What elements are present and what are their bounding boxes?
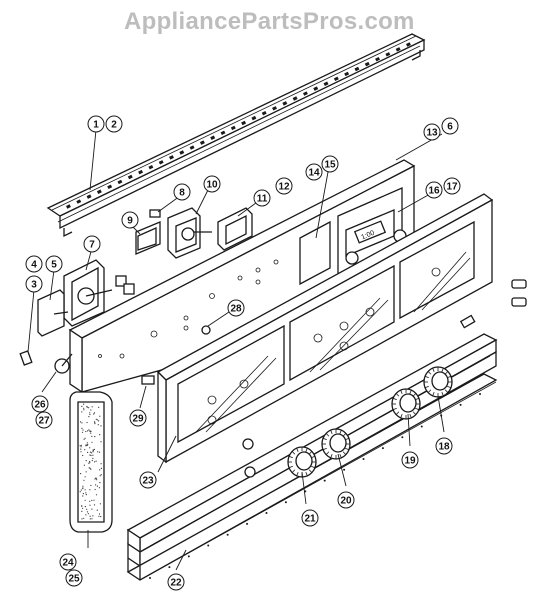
callout-20: 20 [337, 491, 355, 509]
callout-28: 28 [227, 299, 245, 317]
watermark-text: AppliancePartsPros.com [124, 8, 415, 35]
glass-control-panel [156, 193, 494, 464]
callout-3: 3 [25, 275, 43, 293]
callout-24: 24 [59, 553, 77, 571]
callout-label: 21 [304, 514, 316, 525]
callout-16: 16 [425, 181, 443, 199]
callout-10: 10 [203, 175, 221, 193]
callout-label: 10 [206, 180, 218, 191]
callout-label: 25 [68, 574, 80, 585]
callout-29: 29 [129, 409, 147, 427]
knob-21 [287, 446, 317, 478]
knob-20 [321, 428, 351, 460]
callout-label: 15 [324, 160, 336, 171]
callout-label: 29 [132, 414, 144, 425]
callout-1: 1 [87, 115, 105, 133]
callout-5: 5 [45, 255, 63, 273]
control-panel-housing [68, 159, 416, 394]
knob-19 [391, 388, 421, 420]
callout-label: 22 [170, 578, 182, 589]
callout-label: 26 [34, 400, 46, 411]
callout-23: 23 [139, 471, 157, 489]
knob-group [287, 366, 453, 478]
end-cap-trim [69, 391, 113, 533]
knob-18 [423, 366, 453, 398]
callout-label: 2 [111, 120, 117, 131]
callout-label: 16 [428, 186, 440, 197]
clock-display-text: 1:00 [360, 230, 375, 242]
callout-6: 6 [441, 117, 459, 135]
top-trim-rail [46, 33, 426, 238]
callout-7: 7 [83, 235, 101, 253]
callout-label: 1 [93, 120, 99, 131]
callout-label: 6 [447, 122, 453, 133]
callout-22: 22 [167, 573, 185, 591]
callout-2: 2 [105, 115, 123, 133]
callout-11: 11 [253, 189, 271, 207]
callout-label: 14 [308, 168, 320, 179]
callout-label: 27 [38, 416, 50, 427]
callout-label: 20 [340, 496, 352, 507]
callout-label: 4 [31, 260, 37, 271]
callout-14: 14 [305, 163, 323, 181]
switch-components [19, 207, 527, 385]
callout-19: 19 [401, 451, 419, 469]
callout-label: 13 [426, 128, 438, 139]
callout-label: 19 [404, 456, 416, 467]
callout-26: 26 [31, 395, 49, 413]
callout-13: 13 [423, 123, 441, 141]
callout-label: 5 [51, 260, 57, 271]
callout-label: 11 [257, 194, 268, 205]
callout-21: 21 [301, 509, 319, 527]
callout-label: 24 [62, 558, 74, 569]
callout-label: 9 [127, 216, 133, 227]
callout-8: 8 [173, 183, 191, 201]
callout-label: 3 [31, 280, 37, 291]
callout-label: 7 [89, 240, 95, 251]
callout-27: 27 [35, 411, 53, 429]
callout-4: 4 [25, 255, 43, 273]
callout-9: 9 [121, 211, 139, 229]
callout-label: 17 [446, 182, 458, 193]
screw-pair [511, 279, 527, 307]
callout-label: 28 [230, 304, 242, 315]
callout-12: 12 [275, 177, 293, 195]
callout-25: 25 [65, 569, 83, 587]
callout-label: 12 [278, 182, 290, 193]
callout-18: 18 [435, 437, 453, 455]
callout-label: 8 [179, 188, 185, 199]
callout-label: 18 [438, 442, 450, 453]
callout-17: 17 [443, 177, 461, 195]
callout-15: 15 [321, 155, 339, 173]
callout-label: 23 [142, 476, 154, 487]
